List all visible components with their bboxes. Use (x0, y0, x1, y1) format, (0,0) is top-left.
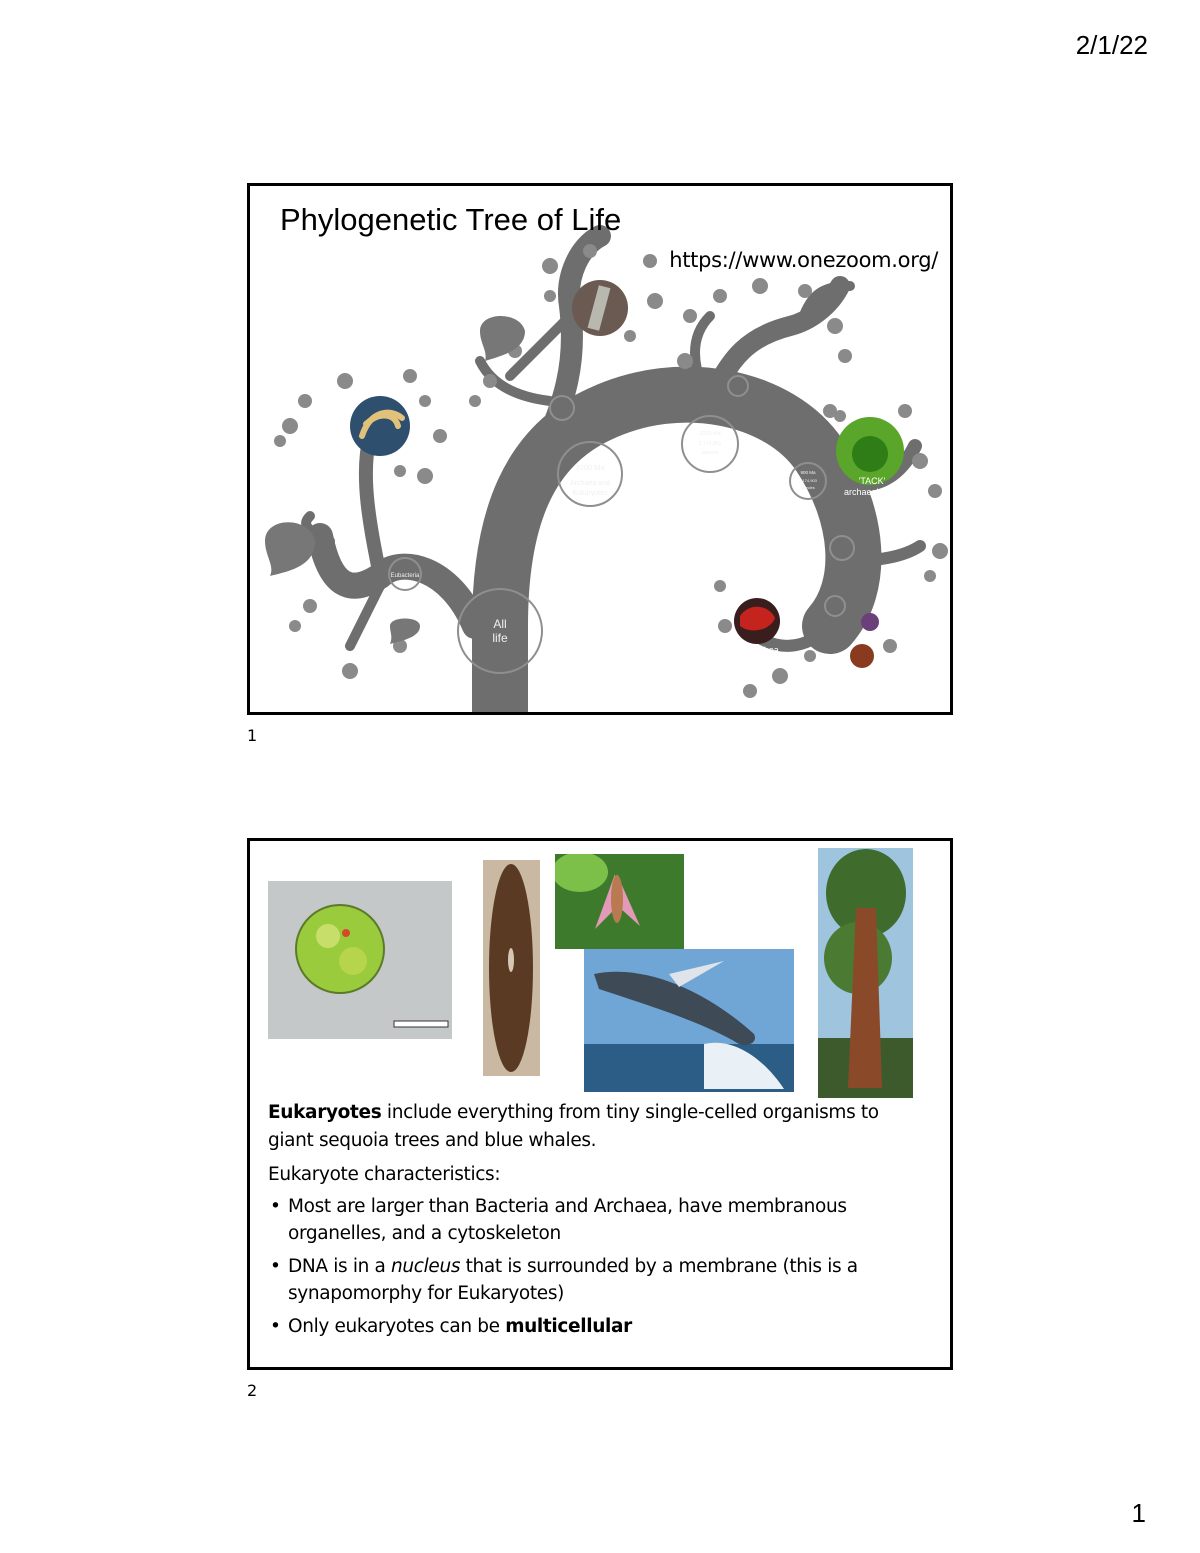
characteristics-list: Most are larger than Bacteria and Archae… (268, 1194, 928, 1340)
moth-photo (555, 854, 684, 949)
amorphea-label: Amorphea (737, 645, 779, 655)
svg-text:2,174,903: 2,174,903 (699, 441, 721, 447)
node-900-label: 900 Ma (800, 470, 816, 475)
tack-label: 'TACK' (859, 476, 886, 486)
slide-2-eukaryotes: Eukaryotes include everything from tiny … (247, 838, 953, 1370)
slide-2-text: Eukaryotes include everything from tiny … (268, 1099, 928, 1346)
svg-text:Eukaryotes: Eukaryotes (572, 490, 608, 497)
onezoom-link[interactable]: https://www.onezoom.org/ (669, 248, 938, 272)
svg-text:species: species (702, 450, 719, 456)
all-life-label: All (493, 617, 506, 631)
page-date: 2/1/22 (1075, 30, 1148, 60)
slide-2-number: 2 (247, 1381, 258, 1400)
archaea-eukaryotes-label: 3200 Ma (575, 463, 605, 472)
whale-photo (584, 949, 794, 1092)
list-item: Only eukaryotes can be multicellular (268, 1314, 928, 1341)
slide-1-number: 1 (247, 726, 258, 745)
svg-text:life: life (492, 631, 508, 645)
whale-icon (584, 961, 794, 1092)
list-item: DNA is in a nucleus that is surrounded b… (268, 1254, 928, 1308)
green-algae-photo (268, 881, 452, 1039)
flatworm-photo (483, 860, 540, 1076)
page-number: 1 (1131, 1498, 1146, 1528)
flatworm-icon (489, 864, 533, 1072)
moth-icon (555, 854, 640, 929)
slide-1-title: Phylogenetic Tree of Life (280, 202, 622, 237)
characteristics-heading: Eukaryote characteristics: (268, 1163, 501, 1185)
sequoia-icon (818, 849, 913, 1098)
green-cell-icon (295, 904, 449, 1028)
slide-1-tree-of-life: All life 3200 Ma Archaea and Eukaryotes … (247, 183, 953, 715)
svg-text:2,174,903: 2,174,903 (799, 478, 818, 483)
list-item: Most are larger than Bacteria and Archae… (268, 1194, 928, 1248)
svg-text:archaeal group: archaeal group (844, 487, 904, 497)
eukaryotes-term: Eukaryotes (268, 1102, 382, 1123)
node-2000-label: 2000 Ma (699, 431, 721, 437)
svg-text:Archaea and: Archaea and (570, 480, 610, 487)
intro-paragraph: Eukaryotes include everything from tiny … (268, 1102, 879, 1151)
svg-text:species: species (801, 485, 815, 490)
phylogenetic-tree-diagram: All life 3200 Ma Archaea and Eukaryotes … (265, 225, 948, 712)
sequoia-photo (818, 848, 913, 1098)
eubacteria-label: Eubacteria (391, 573, 420, 579)
